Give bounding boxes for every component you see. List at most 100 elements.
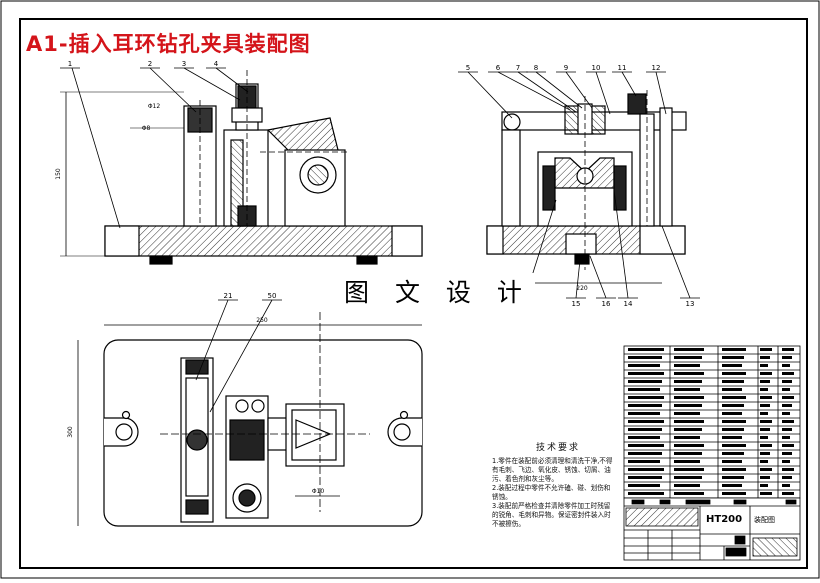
parts-list-entry — [782, 460, 790, 463]
parts-list-entry — [674, 492, 704, 495]
parts-list-entry — [674, 484, 700, 487]
parts-list-entry — [760, 388, 768, 391]
parts-list-entry — [782, 468, 794, 471]
title-block — [623, 497, 801, 561]
parts-list-entry — [674, 412, 700, 415]
parts-list-entry — [782, 492, 794, 495]
parts-list-entry — [760, 356, 770, 359]
parts-list-entry — [628, 436, 660, 439]
parts-list-entry — [782, 396, 794, 399]
drawing-name-label: 装配图 — [754, 515, 775, 524]
parts-list-entry — [782, 364, 790, 367]
parts-list-entry — [628, 476, 662, 479]
parts-list-entry — [674, 444, 704, 447]
tech-note-item: 1.零件在装配前必须清理和清洗干净,不得有毛刺、飞边、氧化皮、锈蚀、切屑、油污、… — [492, 457, 613, 483]
parts-list — [623, 345, 801, 499]
balloon-number: 1 — [68, 60, 72, 68]
parts-list-entry — [760, 380, 770, 383]
parts-list-entry — [760, 364, 768, 367]
parts-list-entry — [782, 436, 790, 439]
parts-list-entry — [760, 452, 770, 455]
parts-list-entry — [674, 404, 702, 407]
parts-list-entry — [722, 452, 744, 455]
parts-list-entry — [760, 492, 772, 495]
parts-list-entry — [722, 388, 742, 391]
parts-list-entry — [722, 356, 744, 359]
plan-view — [77, 299, 423, 527]
parts-list-entry — [628, 468, 664, 471]
parts-list-entry — [782, 452, 792, 455]
parts-list-entry — [674, 396, 704, 399]
parts-list-entry — [782, 404, 792, 407]
balloon-number: 4 — [214, 60, 219, 68]
balloon-labels: 12345678910111217151614132150 — [68, 60, 695, 308]
parts-list-entry — [628, 412, 660, 415]
parts-list-entry — [674, 380, 702, 383]
parts-list-entry — [628, 396, 664, 399]
parts-list-entry — [674, 436, 700, 439]
balloon-number: 15 — [572, 300, 581, 308]
parts-list-entry — [674, 428, 702, 431]
parts-list-entry — [722, 364, 742, 367]
parts-list-entry — [722, 444, 746, 447]
parts-list-entry — [760, 348, 772, 351]
parts-list-entry — [628, 492, 664, 495]
parts-list-entry — [722, 396, 746, 399]
parts-list-entry — [628, 348, 664, 351]
parts-list-entry — [760, 436, 768, 439]
parts-list-entry — [674, 372, 704, 375]
parts-list-entry — [722, 348, 746, 351]
parts-list-entry — [674, 420, 704, 423]
parts-list-entry — [722, 404, 744, 407]
parts-list-entry — [760, 476, 770, 479]
dimension-text: 300 — [67, 426, 74, 438]
balloon-number: 8 — [534, 64, 538, 72]
parts-list-entry — [674, 476, 702, 479]
parts-list-entry — [722, 420, 746, 423]
parts-list-entry — [628, 484, 660, 487]
parts-list-entry — [782, 428, 792, 431]
parts-list-entry — [782, 348, 794, 351]
front-view — [60, 67, 423, 265]
parts-list-entry — [628, 380, 662, 383]
parts-list-entry — [760, 412, 768, 415]
parts-list-entry — [760, 444, 772, 447]
tech-note-item: 2.装配过程中零件不允许磕、碰、划伤和锈蚀。 — [492, 484, 611, 501]
parts-list-entry — [782, 388, 790, 391]
parts-list-entry — [782, 476, 792, 479]
balloon-number: 5 — [466, 64, 470, 72]
tech-note-item: 3.装配前严格检查并清除零件加工时残留的锐角、毛刺和异物。保证密封件装入时不被擦… — [492, 502, 611, 528]
parts-list-entry — [782, 420, 794, 423]
parts-list-entry — [760, 372, 772, 375]
parts-list-entry — [628, 356, 662, 359]
balloon-number: 3 — [182, 60, 186, 68]
parts-list-entry — [674, 348, 704, 351]
material-label: HT200 — [706, 514, 742, 525]
dimension-text: Φ12 — [148, 103, 161, 110]
parts-list-entry — [760, 460, 768, 463]
dimension-text: 220 — [576, 285, 588, 292]
dimension-text: 150 — [55, 168, 62, 180]
parts-list-entry — [722, 428, 744, 431]
balloon-number: 21 — [224, 292, 233, 300]
inner-frame — [19, 18, 808, 569]
parts-list-entry — [782, 372, 794, 375]
parts-list-entry — [674, 356, 702, 359]
balloon-number: 12 — [652, 64, 661, 72]
parts-list-entry — [760, 484, 768, 487]
parts-list-entry — [782, 356, 792, 359]
parts-list-entry — [722, 476, 744, 479]
parts-list-entry — [722, 380, 744, 383]
balloon-number: 11 — [618, 64, 627, 72]
parts-list-entry — [628, 460, 660, 463]
balloon-number: 14 — [624, 300, 633, 308]
parts-list-entry — [628, 444, 664, 447]
watermark-text: 图 文 设 计 — [340, 273, 535, 309]
parts-list-entry — [760, 396, 772, 399]
parts-list-entry — [674, 460, 700, 463]
dimension-text: 250 — [256, 317, 268, 324]
balloon-number: 7 — [516, 64, 520, 72]
drawing-title: A1-插入耳环钻孔夹具装配图 — [26, 32, 311, 56]
tech-notes-heading: 技术要求 — [535, 443, 580, 453]
